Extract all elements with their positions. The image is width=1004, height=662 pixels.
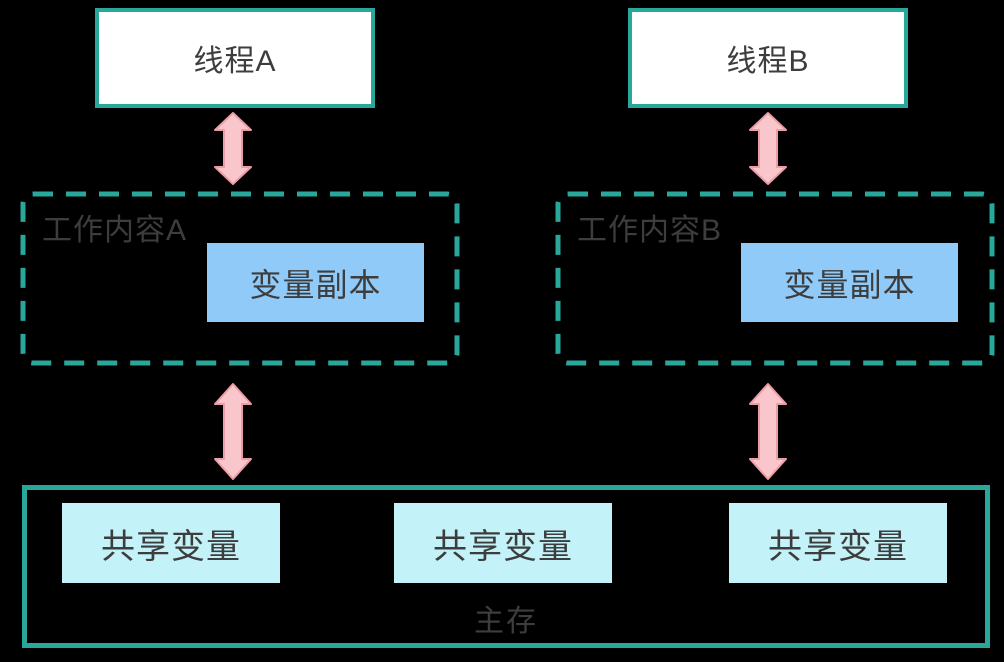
workspace-a-box: 工作内容A	[20, 191, 460, 366]
variable-copy-b-box: 变量副本	[741, 243, 958, 322]
main-memory-label: 主存	[474, 605, 538, 638]
workspace-b-mainmemory-arrow-icon	[748, 382, 788, 481]
shared-variable-1-box: 共享变量	[62, 503, 280, 583]
thread-a-label: 线程A	[193, 45, 277, 78]
workspace-a-label: 工作内容A	[42, 214, 188, 247]
variable-copy-b-label: 变量副本	[783, 266, 916, 303]
shared-variable-2-label: 共享变量	[433, 527, 573, 566]
workspace-b-label: 工作内容B	[577, 214, 723, 247]
shared-variable-3-box: 共享变量	[729, 503, 947, 583]
workspace-a-mainmemory-arrow-icon	[213, 382, 253, 481]
shared-variable-1-label: 共享变量	[101, 527, 241, 566]
thread-b-label: 线程B	[726, 45, 810, 78]
shared-variable-3-label: 共享变量	[768, 527, 908, 566]
thread-b-box: 线程B	[628, 8, 908, 108]
workspace-b-box: 工作内容B	[555, 191, 995, 366]
thread-a-workspace-arrow-icon	[213, 111, 253, 186]
variable-copy-a-box: 变量副本	[207, 243, 424, 322]
thread-b-workspace-arrow-icon	[748, 111, 788, 186]
thread-a-box: 线程A	[95, 8, 375, 108]
workspace-a-dashed-border	[20, 191, 460, 366]
shared-variable-2-box: 共享变量	[394, 503, 612, 583]
variable-copy-a-label: 变量副本	[249, 266, 382, 303]
workspace-b-dashed-border	[555, 191, 995, 366]
